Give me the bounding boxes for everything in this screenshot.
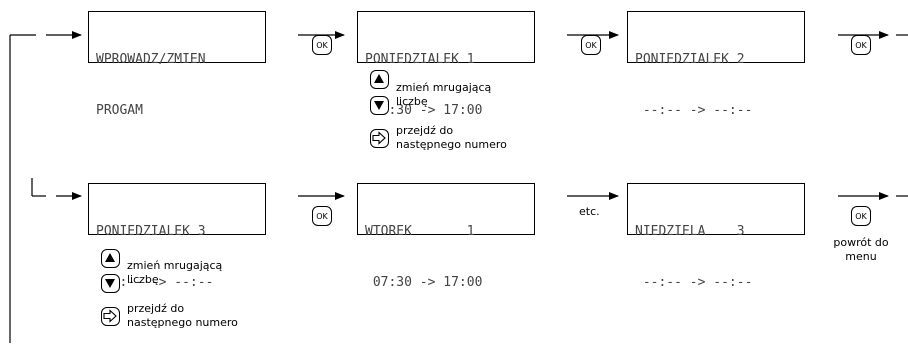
change-line-1: zmień mrugającą: [127, 259, 223, 272]
up-arrow-icon[interactable]: [370, 70, 389, 89]
up-arrow-icon[interactable]: [101, 249, 120, 268]
return-line-1: powrót do: [833, 236, 889, 249]
lcd-line-1: WPROWADZ/ZMIEN: [96, 52, 206, 67]
next-number-label: przejdź do następnego numero: [396, 124, 507, 152]
change-line-2: liczbę: [396, 95, 428, 108]
right-arrow-icon[interactable]: [370, 129, 389, 148]
return-line-2: menu: [845, 250, 877, 263]
lcd-line-2: 07:30 -> 17:00: [365, 275, 483, 290]
down-arrow-icon[interactable]: [101, 274, 120, 293]
lcd-display-sunday-3: NIEDZIELA 3 --:-- -> --:--: [627, 183, 805, 290]
ok-button-icon[interactable]: OK: [312, 35, 332, 55]
ok-button-icon[interactable]: OK: [581, 35, 601, 55]
right-arrow-icon[interactable]: [101, 307, 120, 326]
change-digit-label: zmień mrugającą liczbę: [396, 81, 491, 109]
next-number-label: przejdź do następnego numero: [127, 302, 238, 330]
next-line-1: przejdź do: [127, 302, 185, 315]
ok-button-icon[interactable]: OK: [312, 206, 332, 226]
ok-button-icon[interactable]: OK: [851, 35, 871, 55]
next-line-2: następnego numero: [127, 316, 238, 329]
ok-button-icon[interactable]: OK: [851, 206, 871, 226]
lcd-line-2: --:-- -> --:--: [635, 275, 753, 290]
lcd-display-monday-3: PONIEDZIALEK 3 --:-- -> --:--: [88, 183, 266, 290]
etc-label: etc.: [579, 205, 600, 218]
change-line-1: zmień mrugającą: [396, 81, 492, 94]
return-to-menu-label: powrót do menu: [826, 236, 896, 264]
down-arrow-icon[interactable]: [370, 96, 389, 115]
lcd-line-1: NIEDZIELA 3: [635, 224, 745, 239]
lcd-line-1: PONIEDZIALEK 2: [635, 52, 745, 67]
next-line-1: przejdź do: [396, 124, 454, 137]
lcd-display-enter-program: WPROWADZ/ZMIEN PROGAM: [88, 11, 266, 118]
next-line-2: następnego numero: [396, 138, 507, 151]
lcd-display-monday-1: PONIEDZIALEK 1 07:30 -> 17:00: [357, 11, 535, 118]
lcd-display-tuesday-1: WTOREK 1 07:30 -> 17:00: [357, 183, 535, 290]
lcd-line-2: --:-- -> --:--: [635, 103, 753, 118]
lcd-line-1: PONIEDZIALEK 1: [365, 52, 475, 67]
lcd-display-monday-2: PONIEDZIALEK 2 --:-- -> --:--: [627, 11, 805, 118]
change-digit-label: zmień mrugającą liczbę: [127, 259, 222, 287]
lcd-line-2: PROGAM: [96, 103, 143, 118]
lcd-line-1: PONIEDZIALEK 3: [96, 224, 206, 239]
change-line-2: liczbę: [127, 273, 159, 286]
lcd-line-1: WTOREK 1: [365, 224, 475, 239]
